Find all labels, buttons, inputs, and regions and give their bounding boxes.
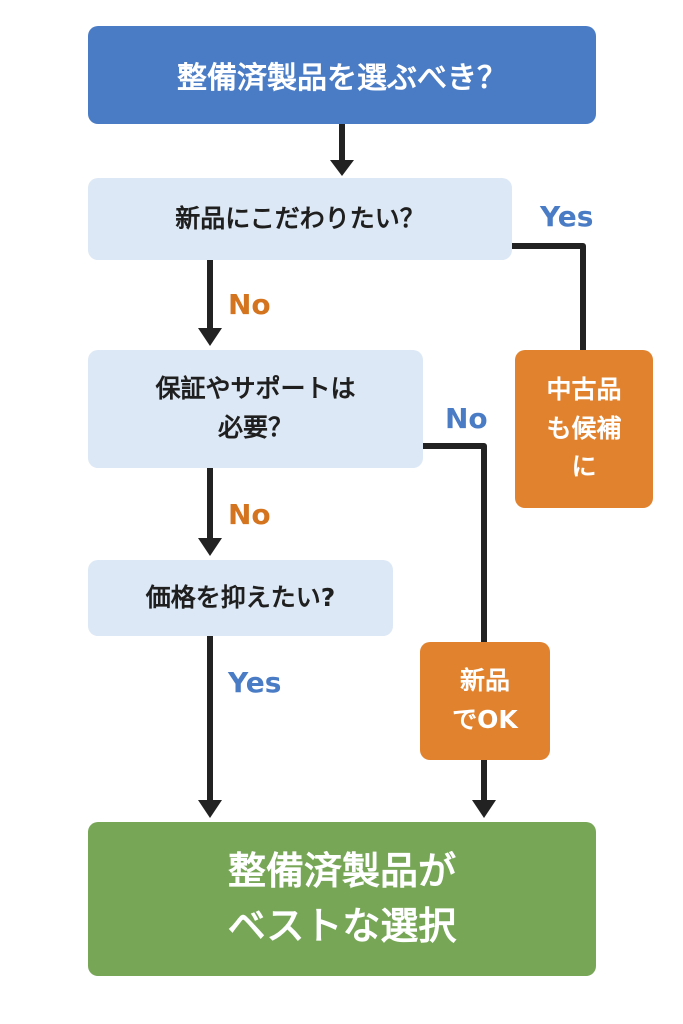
result-new-box: 新品 でOK: [420, 642, 550, 760]
result-used-text: 中古品 も候補 に: [546, 374, 622, 482]
question-warranty-box: 保証やサポートは 必要？: [88, 350, 423, 468]
final-result-box: 整備済製品が ベストな選択: [88, 822, 596, 976]
line-q1-yes-to-used: [512, 243, 586, 350]
final-result-text: 整備済製品が ベストな選択: [227, 848, 457, 948]
title-box: 整備済製品を選ぶべき？: [88, 26, 596, 124]
question-new-box: 新品にこだわりたい？: [88, 178, 512, 260]
line-q2-no-to-new: [423, 443, 487, 642]
label-q2-no-down: No: [228, 498, 271, 531]
label-q3-yes: Yes: [228, 666, 282, 699]
result-new-text: 新品 でOK: [452, 666, 518, 734]
question-price-box: 価格を抑えたい?: [88, 560, 393, 636]
title-text: 整備済製品を選ぶべき？: [177, 61, 507, 96]
result-used-box: 中古品 も候補 に: [515, 350, 653, 508]
label-q2-no-right: No: [445, 402, 488, 435]
question-price-text: 価格を抑えたい?: [145, 582, 336, 612]
question-warranty-text: 保証やサポートは 必要？: [155, 374, 356, 442]
question-new-text: 新品にこだわりたい？: [175, 203, 425, 233]
label-q1-yes: Yes: [540, 200, 594, 233]
label-q1-no: No: [228, 288, 271, 321]
